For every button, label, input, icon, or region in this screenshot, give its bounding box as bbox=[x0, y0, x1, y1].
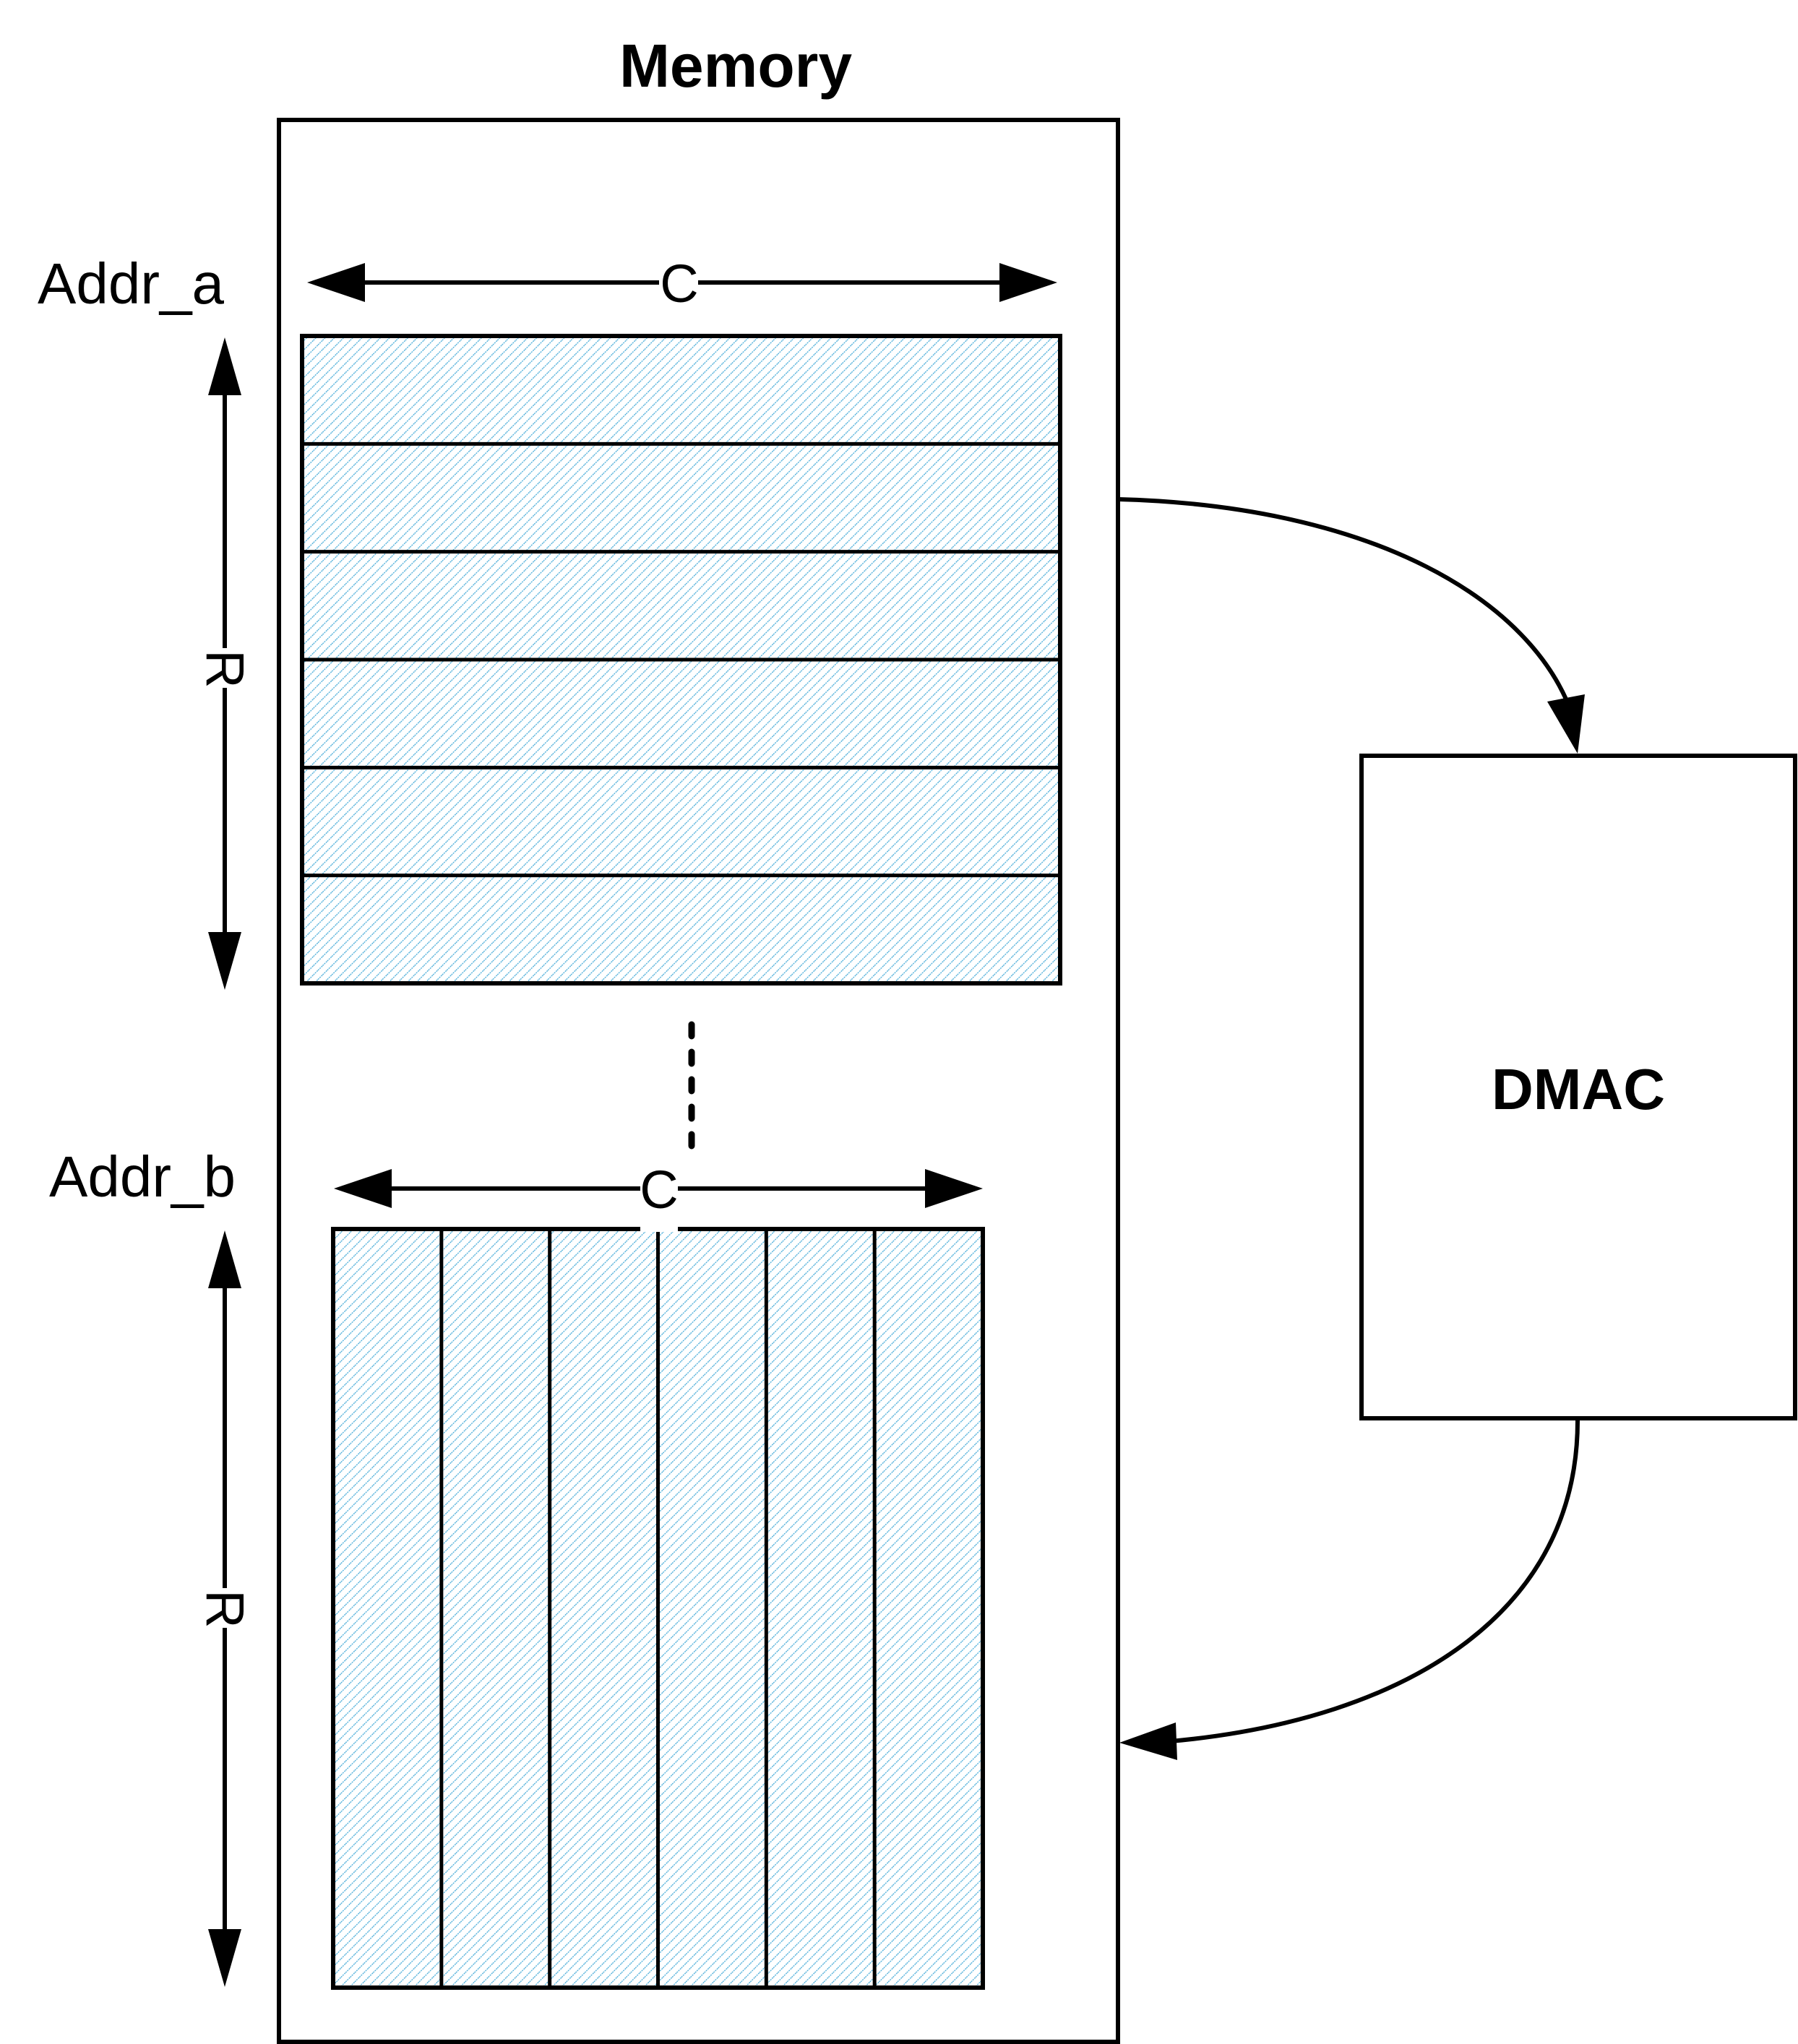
width-dimension-a: C bbox=[307, 254, 1057, 314]
flow-memory-to-dmac bbox=[1117, 497, 1585, 754]
height-dimension-a: R bbox=[195, 337, 255, 990]
flow-dmac-to-memory bbox=[1119, 1418, 1580, 1760]
flow-curve bbox=[1117, 497, 1575, 716]
block-a-outline bbox=[300, 334, 1062, 986]
width-label-b: C bbox=[640, 1160, 678, 1220]
height-dimension-b: R bbox=[195, 1230, 255, 1987]
arrow-left-icon bbox=[307, 263, 365, 302]
width-label-b-bg bbox=[640, 1156, 678, 1232]
memory-title: Memory bbox=[619, 32, 852, 100]
arrow-left-icon bbox=[334, 1169, 392, 1208]
width-dimension-b: C bbox=[334, 1156, 983, 1232]
height-label-b: R bbox=[195, 1590, 255, 1628]
block-b: Addr_b C R bbox=[49, 1144, 985, 1990]
memory-box bbox=[277, 118, 1120, 2044]
arrow-right-icon bbox=[925, 1169, 983, 1208]
width-label-a: C bbox=[660, 254, 698, 314]
arrow-left-icon bbox=[1119, 1722, 1177, 1760]
arrow-down-icon bbox=[1547, 694, 1585, 754]
arrow-up-icon bbox=[208, 337, 241, 395]
block-a-segments bbox=[302, 441, 1060, 878]
flow-curve bbox=[1170, 1418, 1580, 1743]
arrow-right-icon bbox=[999, 263, 1057, 302]
arrow-down-icon bbox=[208, 932, 241, 990]
addr-a-label: Addr_a bbox=[38, 251, 224, 316]
arrow-up-icon bbox=[208, 1230, 241, 1288]
height-label-a: R bbox=[195, 650, 255, 688]
dmac-label: DMAC bbox=[1492, 1057, 1665, 1121]
block-a: Addr_a C R bbox=[38, 251, 1062, 990]
arrow-down-icon bbox=[208, 1929, 241, 1987]
addr-b-label: Addr_b bbox=[49, 1144, 236, 1209]
block-b-segments bbox=[439, 1229, 877, 1988]
